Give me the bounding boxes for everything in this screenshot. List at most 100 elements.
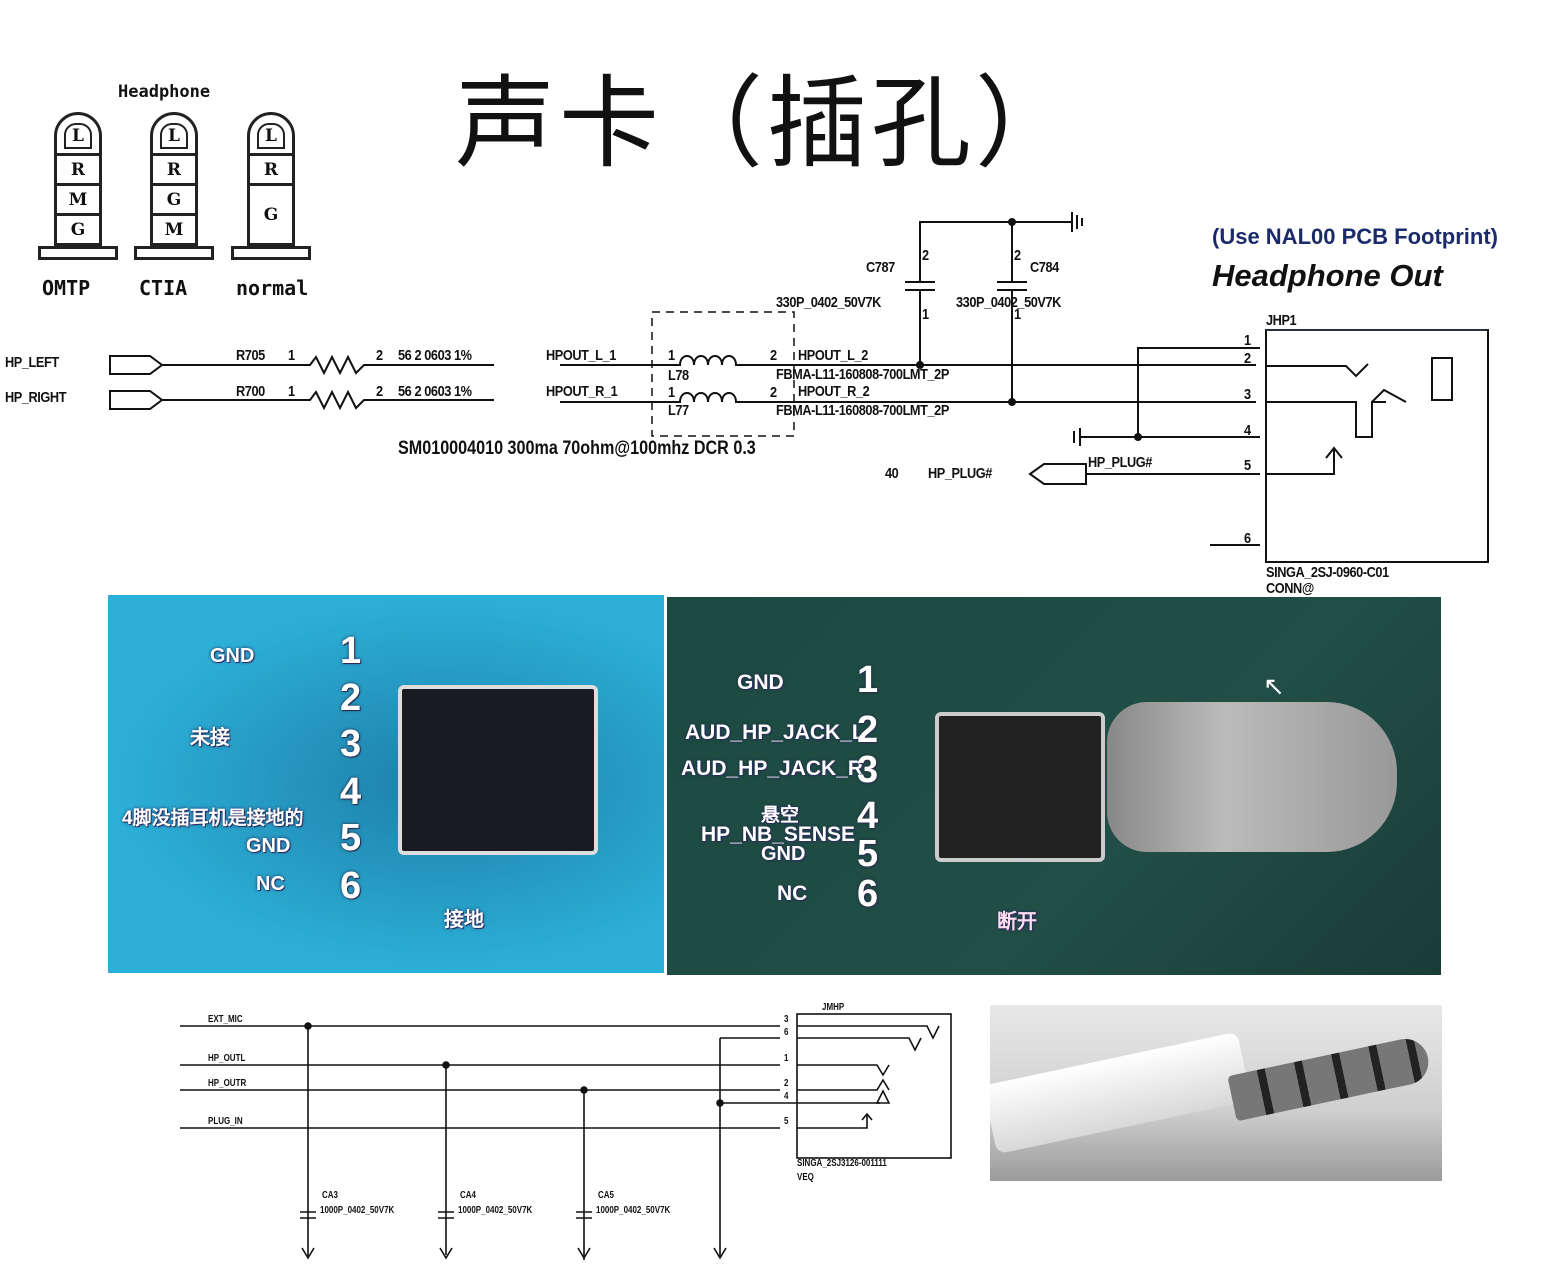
- pin-number: 4: [857, 795, 879, 837]
- net-hp-outr: HP_OUTR: [208, 1078, 247, 1089]
- pin-number: 6: [857, 873, 879, 915]
- c787-ref: C787: [866, 259, 895, 276]
- plug-page-ref: 40: [885, 465, 899, 482]
- label-gnd-2: GND: [246, 835, 291, 857]
- r700-value: 56 2 0603 1%: [398, 383, 472, 400]
- net-hp-outl: HP_OUTL: [208, 1053, 246, 1064]
- bottom-schematic-wires: [180, 1013, 952, 1260]
- label-hp-nb-sense: HP_NB_SENSE: [701, 823, 856, 846]
- r700-pin2: 2: [376, 383, 383, 400]
- jmhp-pin: 1: [784, 1053, 789, 1064]
- plug-label-omtp: OMTP: [42, 276, 91, 300]
- l78-pin2: 2: [770, 347, 777, 364]
- label-nc: NC: [777, 882, 808, 905]
- c784-ref: C784: [1030, 259, 1059, 276]
- pin-number: 1: [340, 630, 362, 672]
- l77-ref: L77: [668, 402, 689, 419]
- ca4-value: 1000P_0402_50V7K: [458, 1205, 533, 1216]
- pin-number: 2: [857, 709, 879, 751]
- net-hpout-r1: HPOUT_R_1: [546, 383, 618, 400]
- jmhp-pin: 5: [784, 1116, 789, 1127]
- label-pin4-note: 4脚没插耳机是接地的: [122, 808, 304, 829]
- ca5-ref: CA5: [598, 1190, 615, 1201]
- label-open: 断开: [997, 911, 1037, 933]
- net-plug-in: PLUG_IN: [208, 1116, 243, 1127]
- net-ext-mic: EXT_MIC: [208, 1014, 243, 1025]
- jmhp-footer: VEQ: [797, 1172, 814, 1183]
- jhp1-part: SINGA_2SJ-0960-C01: [1266, 564, 1389, 581]
- trrs-plug-photo: [990, 1005, 1442, 1181]
- l77-pin2: 2: [770, 384, 777, 401]
- pin-number: 5: [857, 833, 879, 875]
- jmhp-pin: 4: [784, 1091, 789, 1102]
- mouse-cursor-icon: ↖: [1263, 671, 1285, 701]
- r705-pin1: 1: [288, 347, 295, 364]
- plug-tip-image: [1227, 1034, 1433, 1122]
- jmhp-part: SINGA_2SJ3126-001111: [797, 1158, 887, 1169]
- ca5-value: 1000P_0402_50V7K: [596, 1205, 671, 1216]
- jhp1-pin1: 1: [1244, 332, 1251, 349]
- page-title: 声卡（插孔）: [455, 65, 1079, 182]
- jhp1-pin6: 6: [1244, 530, 1251, 547]
- net-hpout-r2: HPOUT_R_2: [798, 383, 870, 400]
- label-gnd-2: GND: [761, 843, 806, 865]
- schematic-wires: [109, 212, 1489, 563]
- label-gnd: GND: [210, 645, 255, 667]
- r700-ref: R700: [236, 383, 265, 400]
- label-gnd: GND: [737, 671, 784, 694]
- c787-pin1: 1: [922, 306, 929, 323]
- plug-label-ctia: CTIA: [139, 276, 188, 300]
- jmhp-pin: 3: [784, 1014, 789, 1025]
- jhp1-pin3: 3: [1244, 386, 1251, 403]
- jhp1-pin4: 4: [1244, 422, 1251, 439]
- c784-pin2: 2: [1014, 247, 1021, 264]
- plug-label-normal: normal: [236, 276, 309, 300]
- c784-value: 330P_0402_50V7K: [956, 294, 1061, 311]
- label-aud-hp-jack-r: AUD_HP_JACK_R: [681, 757, 864, 780]
- plugs-heading: Headphone: [118, 82, 211, 102]
- l78-part: FBMA-L11-160808-700LMT_2P: [776, 366, 949, 383]
- pin-number: 1: [857, 659, 879, 701]
- jmhp-pin: 2: [784, 1078, 789, 1089]
- label-unconnected: 未接: [190, 727, 230, 749]
- footprint-note: (Use NAL00 PCB Footprint): [1212, 224, 1498, 249]
- pin-number: 5: [340, 817, 362, 859]
- jack-photo-right: GND AUD_HP_JACK_L AUD_HP_JACK_R 悬空 HP_NB…: [667, 597, 1441, 975]
- plug-image: [1107, 702, 1397, 852]
- jack-photo-left: GND 未接 4脚没插耳机是接地的 GND NC 接地 1 2 3 4 5 6: [108, 595, 664, 973]
- port-hp-right: HP_RIGHT: [5, 389, 67, 406]
- bead-note: SM010004010 300ma 70ohm@100mhz DCR 0.3: [398, 438, 756, 459]
- c784-pin1: 1: [1014, 306, 1021, 323]
- pin-number: 6: [340, 865, 362, 907]
- l78-pin1: 1: [668, 347, 675, 364]
- pin-number: 3: [857, 749, 879, 791]
- pin-number: 3: [340, 723, 362, 765]
- ca4-ref: CA4: [460, 1190, 477, 1201]
- headphone-out-heading: Headphone Out: [1212, 258, 1443, 293]
- c787-pin2: 2: [922, 247, 929, 264]
- plug-cable-image: [990, 1031, 1252, 1155]
- jhp1-footer: CONN@: [1266, 580, 1314, 597]
- pin-number: 2: [340, 677, 362, 719]
- ca3-value: 1000P_0402_50V7K: [320, 1205, 395, 1216]
- c787-value: 330P_0402_50V7K: [776, 294, 881, 311]
- r705-ref: R705: [236, 347, 265, 364]
- jhp1-pin2: 2: [1244, 350, 1251, 367]
- l77-part: FBMA-L11-160808-700LMT_2P: [776, 402, 949, 419]
- jack-image: [935, 712, 1105, 862]
- net-hpout-l2: HPOUT_L_2: [798, 347, 868, 364]
- ca3-ref: CA3: [322, 1190, 339, 1201]
- l78-ref: L78: [668, 367, 689, 384]
- jack-image: [398, 685, 598, 855]
- port-hp-left: HP_LEFT: [5, 354, 59, 371]
- label-ground: 接地: [444, 909, 484, 931]
- port-hp-plug: HP_PLUG#: [928, 465, 992, 482]
- r705-value: 56 2 0603 1%: [398, 347, 472, 364]
- net-hpout-l1: HPOUT_L_1: [546, 347, 616, 364]
- label-nc: NC: [256, 873, 285, 895]
- net-hp-plug: HP_PLUG#: [1088, 454, 1152, 471]
- jhp1-ref: JHP1: [1266, 312, 1297, 329]
